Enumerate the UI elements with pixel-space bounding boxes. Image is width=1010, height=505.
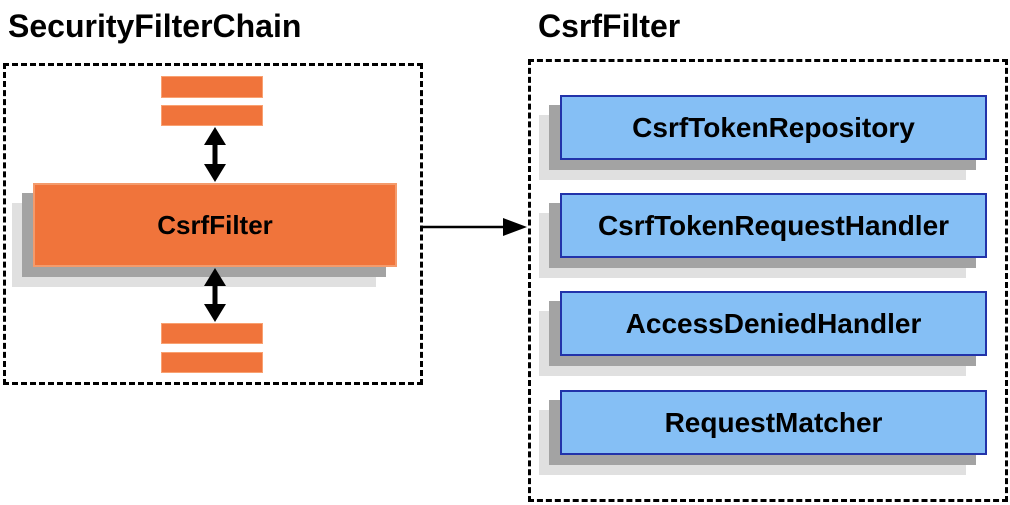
csrf-filter-container xyxy=(528,59,1008,502)
component-label: RequestMatcher xyxy=(664,406,883,438)
component-node: RequestMatcher xyxy=(560,390,987,455)
component-access-denied-handler: AccessDeniedHandler xyxy=(539,291,987,376)
component-node: AccessDeniedHandler xyxy=(560,291,987,356)
filter-stack-bar-3 xyxy=(161,323,263,344)
filter-stack-bar-1 xyxy=(161,76,263,98)
component-request-matcher: RequestMatcher xyxy=(539,390,987,475)
component-node: CsrfTokenRequestHandler xyxy=(560,193,987,258)
dependency-arrow xyxy=(423,218,527,236)
csrf-filter-node-group: CsrfFilter xyxy=(12,183,397,287)
component-csrf-token-request-handler: CsrfTokenRequestHandler xyxy=(539,193,987,278)
filter-stack-bar-4 xyxy=(161,352,263,373)
csrf-filter-node-label: CsrfFilter xyxy=(157,209,273,240)
security-filter-chain-title: SecurityFilterChain xyxy=(8,8,302,44)
component-label: CsrfTokenRequestHandler xyxy=(597,209,950,241)
component-node: CsrfTokenRepository xyxy=(560,95,987,160)
component-csrf-token-repository: CsrfTokenRepository xyxy=(539,95,987,180)
csrf-filter-node: CsrfFilter xyxy=(33,183,397,267)
component-label: CsrfTokenRepository xyxy=(632,111,915,143)
component-label: AccessDeniedHandler xyxy=(625,307,922,339)
csrf-filter-title: CsrfFilter xyxy=(538,8,681,44)
security-filter-chain-container xyxy=(3,63,423,385)
filter-stack-bar-2 xyxy=(161,105,263,126)
